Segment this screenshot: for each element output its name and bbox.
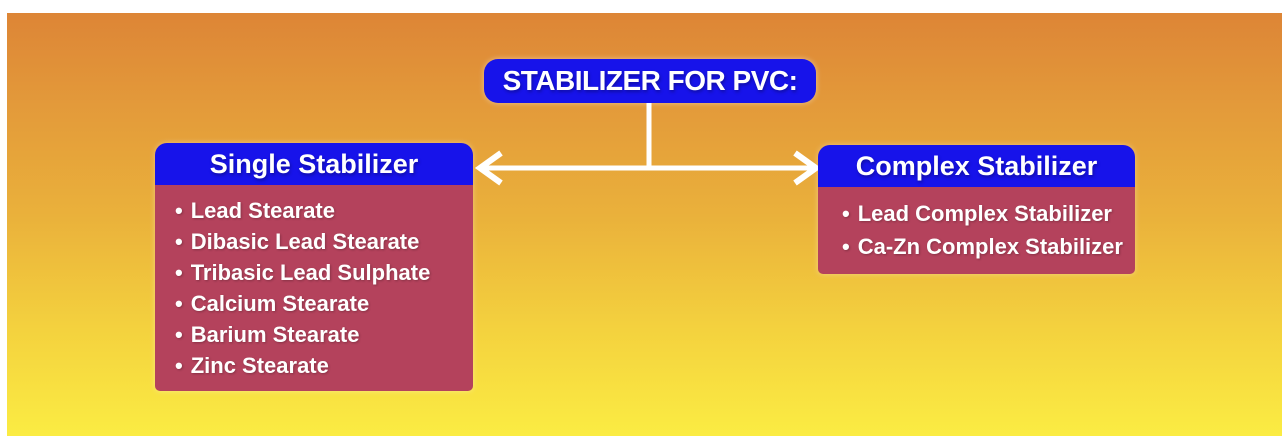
list-item-label: Barium Stearate <box>190 322 360 347</box>
diagram-title: STABILIZER FOR PVC: <box>502 65 798 96</box>
bullet-icon: • <box>175 322 183 347</box>
complex-stabilizer-box: Complex Stabilizer • Lead Complex Stabili… <box>818 145 1135 274</box>
list-item-label: Tribasic Lead Sulphate <box>190 260 431 285</box>
bullet-icon: • <box>175 291 183 316</box>
list-item-label: Dibasic Lead Stearate <box>190 229 420 254</box>
complex-stabilizer-header: Complex Stabilizer <box>818 145 1135 187</box>
complex-stabilizer-list: • Lead Complex Stabilizer • Ca-Zn Complex S… <box>818 187 1135 274</box>
list-item: • Lead Complex Stabilizer <box>842 197 1127 230</box>
list-item: • Lead Stearate <box>175 195 465 226</box>
single-stabilizer-list: • Lead Stearate • Dibasic Lead Stearate • Tri… <box>155 185 473 391</box>
bullet-icon: • <box>175 198 183 223</box>
single-stabilizer-box: Single Stabilizer • Lead Stearate • Dibasic… <box>155 143 473 391</box>
bullet-icon: • <box>842 201 850 226</box>
single-stabilizer-header-label: Single Stabilizer <box>209 148 419 179</box>
list-item-label: Ca-Zn Complex Stabilizer <box>857 234 1123 259</box>
list-item: • Dibasic Lead Stearate <box>175 226 465 257</box>
list-item-label: Calcium Stearate <box>190 291 370 316</box>
bullet-icon: • <box>842 234 850 259</box>
list-item: • Barium Stearate <box>175 319 465 350</box>
list-item: • Ca-Zn Complex Stabilizer <box>842 230 1127 263</box>
bullet-icon: • <box>175 353 183 378</box>
title-box: STABILIZER FOR PVC: <box>484 59 816 103</box>
list-item: • Tribasic Lead Sulphate <box>175 257 465 288</box>
list-item: • Calcium Stearate <box>175 288 465 319</box>
list-item-label: Lead Complex Stabilizer <box>857 201 1112 226</box>
list-item-label: Zinc Stearate <box>190 353 329 378</box>
bullet-icon: • <box>175 260 183 285</box>
single-stabilizer-header: Single Stabilizer <box>155 143 473 185</box>
complex-stabilizer-header-label: Complex Stabilizer <box>855 150 1098 181</box>
bullet-icon: • <box>175 229 183 254</box>
list-item-label: Lead Stearate <box>190 198 335 223</box>
list-item: • Zinc Stearate <box>175 350 465 381</box>
